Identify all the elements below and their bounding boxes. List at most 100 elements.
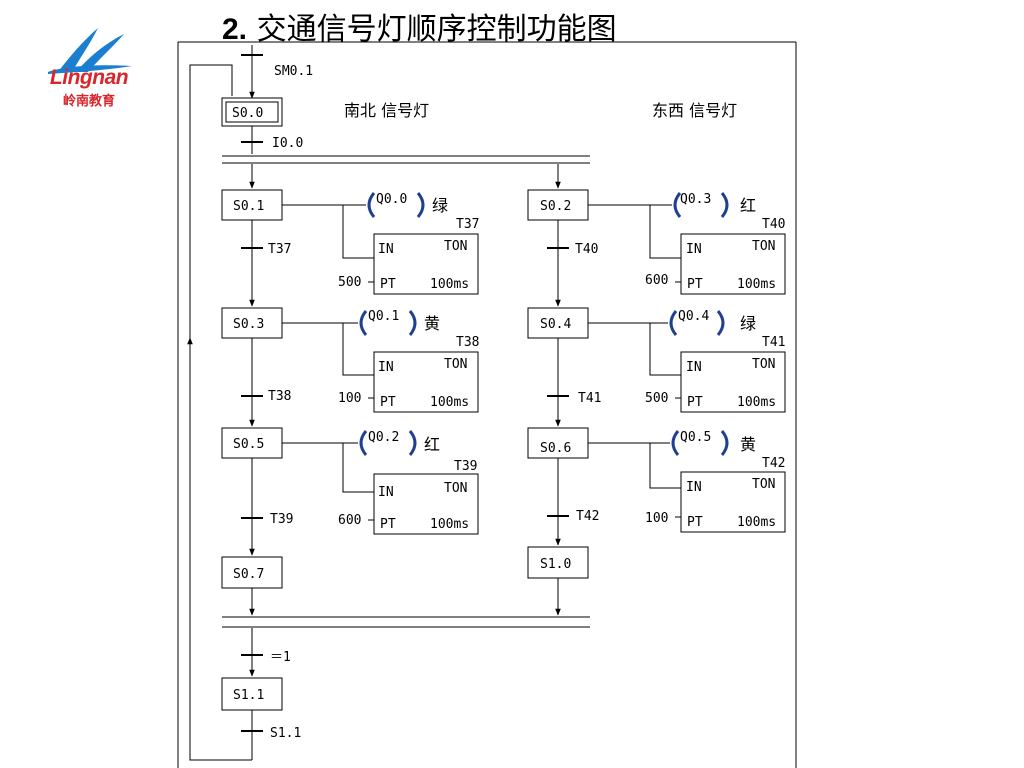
coil-q05-label: 黄 — [740, 435, 756, 454]
coil-q03-label: 红 — [740, 196, 756, 215]
step-box-s10 — [527, 546, 589, 579]
transition-t38: T38 — [268, 389, 291, 404]
timer-t38-res: 100ms — [430, 395, 469, 410]
step-label-s11: S1.1 — [233, 688, 264, 703]
timer-t39-name: T39 — [454, 459, 477, 474]
transition-t39: T39 — [270, 512, 293, 527]
timer-box-t40 — [680, 233, 786, 295]
timer-box-t41 — [680, 351, 786, 413]
step-label-s02: S0.2 — [540, 199, 571, 214]
step-label-s01: S0.1 — [233, 199, 264, 214]
coil-q01-addr: Q0.1 — [368, 309, 399, 324]
flow-lines — [249, 45, 561, 760]
timer-t40-type: TON — [752, 239, 775, 254]
loop-back-line — [187, 64, 252, 761]
timer-t39-preset: 600 — [338, 513, 361, 528]
logo-chinese: 岭南教育 — [62, 94, 115, 109]
timer-t41-res: 100ms — [737, 395, 776, 410]
header-east-west: 东西 信号灯 — [652, 101, 737, 120]
coil-q02-addr: Q0.2 — [368, 430, 399, 445]
timer-t37-in: IN — [378, 242, 394, 257]
step-box-s01 — [221, 189, 283, 221]
timer-t42-preset: 100 — [645, 511, 668, 526]
timer-t40-preset: 600 — [645, 273, 668, 288]
timer-box-t42 — [680, 471, 786, 533]
timer-t38-name: T38 — [456, 335, 479, 350]
timer-t38-preset: 100 — [338, 391, 361, 406]
action-wires — [282, 204, 681, 521]
step-label-s10: S1.0 — [540, 557, 571, 572]
title-text: 交通信号灯顺序控制功能图 — [247, 12, 617, 47]
step-label-s05: S0.5 — [233, 437, 264, 452]
step-box-s03 — [221, 307, 283, 339]
timer-t39-res: 100ms — [430, 517, 469, 532]
timer-t37-name: T37 — [456, 217, 479, 232]
step-label-s04: S0.4 — [540, 317, 571, 332]
step-box-s06 — [527, 427, 589, 459]
transition-t41: T41 — [578, 391, 601, 406]
timer-t40-pt: PT — [687, 277, 703, 292]
step-box-s02 — [527, 189, 589, 221]
timer-t37-res: 100ms — [430, 277, 469, 292]
timer-t41-preset: 500 — [645, 391, 668, 406]
coil-q01-label: 黄 — [424, 314, 440, 333]
step-box-s00-inner — [225, 101, 279, 123]
timer-t37-pt: PT — [380, 277, 396, 292]
step-label-s03: S0.3 — [233, 317, 264, 332]
logo-swoosh-icon — [48, 28, 132, 74]
step-label-s06: S0.6 — [540, 441, 571, 456]
transition-t37: T37 — [268, 242, 291, 257]
timer-t38-in: IN — [378, 360, 394, 375]
timer-t42-pt: PT — [687, 515, 703, 530]
coil-q03-addr: Q0.3 — [680, 192, 711, 207]
timer-box-t38 — [373, 351, 479, 413]
transition-t40: T40 — [575, 242, 598, 257]
timer-t42-in: IN — [686, 480, 702, 495]
timer-t39-type: TON — [444, 481, 467, 496]
transition-s11: S1.1 — [270, 726, 301, 741]
logo-word: Lingnan — [49, 66, 129, 89]
slide-title: 2. 交通信号灯顺序控制功能图 — [222, 4, 617, 48]
timer-t42-name: T42 — [762, 456, 785, 471]
timer-t37-preset: 500 — [338, 275, 361, 290]
timer-t38-pt: PT — [380, 395, 396, 410]
timer-box-t39 — [373, 473, 479, 535]
timer-t41-pt: PT — [687, 395, 703, 410]
transition-ticks — [241, 54, 569, 732]
transition-eq1: ＝1 — [270, 650, 291, 665]
timer-box-t37 — [373, 233, 479, 295]
timer-t40-in: IN — [686, 242, 702, 257]
timer-t41-name: T41 — [762, 335, 785, 350]
step-label-s00: S0.0 — [232, 106, 263, 121]
timer-t37-type: TON — [444, 239, 467, 254]
timer-t41-in: IN — [686, 360, 702, 375]
coil-q00-addr: Q0.0 — [376, 192, 407, 207]
timer-t40-name: T40 — [762, 217, 785, 232]
lingnan-logo: Lingnan 岭南教育 — [28, 26, 150, 114]
timer-t39-pt: PT — [380, 517, 396, 532]
diagram-frame — [177, 41, 797, 768]
coil-q05-addr: Q0.5 — [680, 430, 711, 445]
step-box-s04 — [527, 307, 589, 339]
coil-q04-label: 绿 — [740, 314, 756, 333]
coil-q00-label: 绿 — [432, 196, 448, 215]
timer-t42-res: 100ms — [737, 515, 776, 530]
timer-t42-type: TON — [752, 477, 775, 492]
timer-t40-res: 100ms — [737, 277, 776, 292]
coil-brackets — [359, 192, 729, 456]
transition-sm01: SM0.1 — [274, 64, 313, 79]
step-label-s07: S0.7 — [233, 567, 264, 582]
title-number: 2. — [222, 13, 248, 46]
timer-t39-in: IN — [378, 485, 394, 500]
coil-q02-label: 红 — [424, 435, 440, 454]
timer-t41-type: TON — [752, 357, 775, 372]
step-box-s05 — [221, 427, 283, 459]
transition-i00: I0.0 — [272, 136, 303, 151]
step-box-s07 — [221, 556, 283, 589]
parallel-branch-bars — [222, 155, 590, 628]
timer-t38-type: TON — [444, 357, 467, 372]
step-box-s11 — [221, 677, 283, 711]
header-north-south: 南北 信号灯 — [344, 101, 429, 120]
transition-t42: T42 — [576, 509, 599, 524]
